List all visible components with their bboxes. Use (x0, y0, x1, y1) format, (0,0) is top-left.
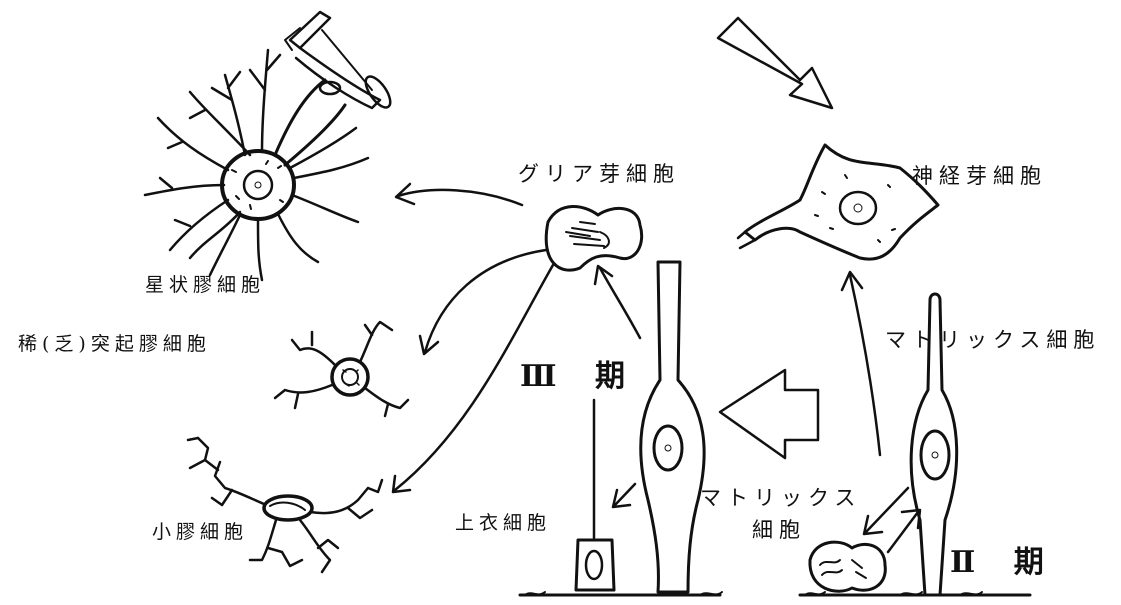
glioblast-cell (544, 205, 644, 272)
arrow-matrix-to-glioblast (598, 266, 642, 340)
phase-transition-arrows (716, 16, 834, 460)
arrow-dividing-to-matrix (886, 510, 920, 554)
label-neuroblast: 神経芽細胞 (912, 164, 1047, 188)
arrow-glioblast-to-oligodendrocyte (423, 248, 548, 354)
arrow-matrix-to-ependymal (613, 482, 637, 507)
oligodendrocyte-cell (273, 320, 410, 418)
label-matrix-cell-center-line1: マトリックス (700, 486, 862, 510)
label-stage-three: Ⅲ 期 (520, 359, 639, 394)
hollow-arrow-top (716, 16, 834, 110)
arrow-matrix-to-dividing (864, 486, 910, 534)
dividing-cell-stage-two (808, 540, 887, 593)
neuroblast-cell (736, 143, 940, 261)
matrix-cell-stage-two (798, 292, 1032, 597)
label-oligodendrocyte: 稀(乏)突起膠細胞 (18, 333, 211, 355)
label-microglia: 小膠細胞 (152, 521, 249, 543)
label-matrix-cell-center-line2: 細胞 (752, 518, 806, 542)
label-glioblast: グリア芽細胞 (518, 162, 680, 186)
arrow-glioblast-to-microglia (393, 263, 555, 492)
arrow-glioblast-to-astrocyte (396, 188, 524, 207)
differentiation-arrows (391, 182, 922, 554)
arrow-matrix-to-neuroblast (848, 273, 882, 457)
label-ependymal-cell: 上衣細胞 (455, 512, 552, 534)
ependymal-cell (518, 398, 723, 597)
label-matrix-cell-right: マトリックス細胞 (885, 328, 1101, 352)
matrix-cell-stage-three (639, 260, 706, 594)
label-astrocyte: 星状膠細胞 (145, 274, 266, 296)
label-stage-two: Ⅱ 期 (950, 545, 1058, 580)
microglia-cell (186, 436, 384, 574)
hollow-arrow-middle (718, 368, 820, 460)
astrocyte-cell (143, 10, 392, 282)
